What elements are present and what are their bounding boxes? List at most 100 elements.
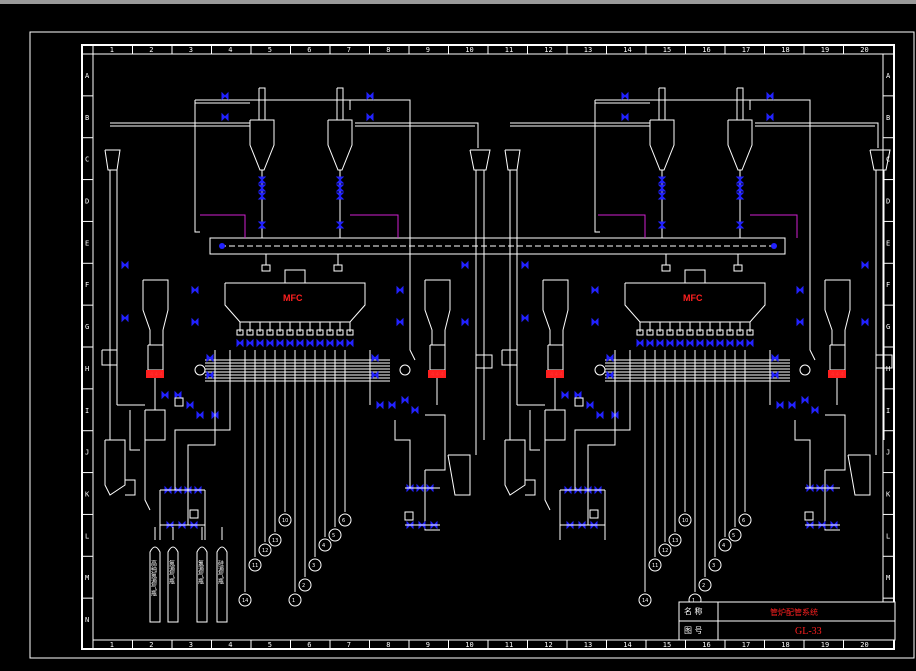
pipe: [587, 350, 616, 525]
grid-column-label: 1: [110, 46, 114, 54]
valve-icon: [776, 400, 784, 410]
grid-column-label: 17: [742, 641, 750, 649]
grid-row-label: J: [886, 449, 890, 457]
pipe: [755, 122, 879, 148]
outlet-label: 4: [322, 543, 325, 549]
mfc-channel: [726, 329, 734, 336]
pipe: [429, 344, 446, 371]
grid-column-label: 2: [149, 641, 153, 649]
outlet-circle: [338, 513, 352, 527]
grid-column-label: 11: [505, 641, 513, 649]
mfc-channel: [296, 329, 304, 336]
mfc-valve-box: [261, 264, 271, 272]
grid-column-label: 10: [465, 641, 473, 649]
pipe: [809, 150, 816, 361]
pipe: [424, 279, 451, 346]
mfc-channel: [276, 329, 284, 336]
grid-column-label: 4: [228, 46, 232, 54]
pipe: [147, 344, 164, 371]
valve-icon: [788, 400, 796, 410]
pipe: [249, 119, 275, 171]
valve-icon: [574, 390, 582, 400]
valve-icon: [276, 338, 284, 348]
valve-icon: [121, 260, 129, 270]
valve-icon: [236, 338, 244, 348]
valve-icon: [221, 112, 229, 122]
pipe: [447, 454, 471, 496]
grid-column-label: 8: [386, 641, 390, 649]
valve-icon: [461, 260, 469, 270]
mfc-label: MFC: [683, 293, 703, 303]
outlet-circle: [268, 533, 282, 547]
valve-icon: [657, 184, 667, 192]
gas-bottle: [149, 546, 161, 623]
grid-column-label: 15: [663, 46, 671, 54]
outlet-label: 6: [742, 518, 745, 524]
grid-column-label: 13: [584, 46, 592, 54]
pipe: [794, 420, 811, 488]
pipe: [355, 122, 479, 148]
pipe: [869, 149, 891, 171]
valve-icon: [735, 176, 745, 184]
unit-label: 4 4 4: [831, 372, 844, 378]
mfc-channel: [286, 329, 294, 336]
outlet-circle: [318, 538, 332, 552]
outlet-label: 12: [662, 548, 668, 554]
valve-icon: [771, 370, 779, 380]
mfc-channel: [266, 329, 274, 336]
valve-icon: [726, 338, 734, 348]
magenta-feed-lines: [200, 214, 798, 238]
valve-icon: [266, 338, 274, 348]
gas-bottle: [196, 546, 208, 623]
valve-icon: [461, 317, 469, 327]
mfc-channel: [646, 329, 654, 336]
pipe: [594, 100, 600, 233]
outlet-label: 2: [302, 583, 305, 589]
valve-icon: [371, 353, 379, 363]
outlet-circle: [698, 578, 712, 592]
valve-icon: [396, 317, 404, 327]
gas-bottle: [216, 546, 228, 623]
outlet-label: 3: [712, 563, 715, 569]
pipe: [142, 279, 169, 346]
outlet-label: 5: [732, 533, 735, 539]
outlet-circle: [738, 513, 752, 527]
valve-icon: [286, 338, 294, 348]
mfc-channel: [746, 329, 754, 336]
junction-circle: [799, 364, 811, 376]
grid-column-label: 9: [426, 46, 430, 54]
mfc-label: MFC: [283, 293, 303, 303]
bottle-label: 高纯氮源气瓶: [150, 559, 157, 597]
valve-icon: [657, 221, 667, 229]
outlet-label: 10: [682, 518, 688, 524]
grid-row-label: C: [85, 156, 89, 164]
grid-row-label: N: [85, 616, 89, 624]
mfc-channel: [256, 329, 264, 336]
pipe: [542, 279, 569, 346]
valve-icon: [336, 338, 344, 348]
grid-column-label: 11: [505, 46, 513, 54]
grid-column-label: 1: [110, 641, 114, 649]
outer-border: [29, 31, 915, 659]
heater-block: [546, 370, 564, 378]
outlet-circle: [728, 528, 742, 542]
pipe: [737, 87, 744, 120]
grid-row-label: F: [85, 281, 89, 289]
pipe: [659, 87, 666, 120]
grid-row-label: M: [886, 574, 890, 582]
grid-column-label: 7: [347, 46, 351, 54]
grid-column-label: 9: [426, 641, 430, 649]
pipe: [424, 470, 440, 531]
valve-icon: [796, 285, 804, 295]
grid-column-label: 20: [860, 46, 868, 54]
grid-column-label: 10: [465, 46, 473, 54]
valve-icon: [646, 338, 654, 348]
pipe: [475, 354, 493, 369]
pipe: [875, 354, 893, 369]
outlet-label: 6: [342, 518, 345, 524]
valve-icon: [411, 405, 419, 415]
